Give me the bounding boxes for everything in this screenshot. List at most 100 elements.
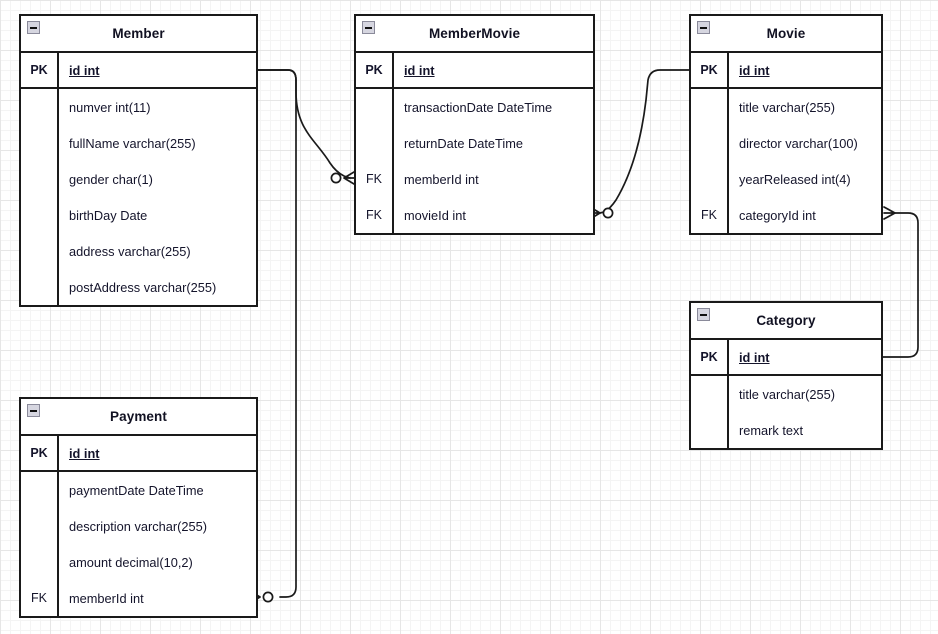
attribute-row[interactable]: paymentDate DateTime: [21, 472, 256, 508]
attribute-row[interactable]: title varchar(255): [691, 89, 881, 125]
attribute-name: movieId int: [404, 207, 466, 223]
column-divider: [57, 508, 59, 544]
attribute-name: id int: [69, 445, 100, 461]
attribute-row[interactable]: PK id int: [21, 436, 256, 472]
attribute-name: postAddress varchar(255): [69, 279, 217, 295]
column-divider: [57, 544, 59, 580]
column-divider: [392, 197, 394, 233]
entity-title: Member: [112, 26, 165, 41]
column-divider: [392, 125, 394, 161]
key-label: FK: [31, 591, 47, 605]
entity-title: Movie: [766, 26, 806, 41]
crowfoot-movie-categoryid: [883, 206, 896, 220]
attribute-row[interactable]: title varchar(255): [691, 376, 881, 412]
column-divider: [392, 53, 394, 87]
key-label: FK: [366, 172, 382, 186]
column-divider: [57, 269, 59, 305]
column-divider: [727, 197, 729, 233]
attribute-name: title varchar(255): [739, 386, 836, 402]
attribute-row[interactable]: postAddress varchar(255): [21, 269, 256, 305]
attribute-name: id int: [739, 349, 770, 365]
minus-box-icon[interactable]: [27, 21, 40, 34]
column-divider: [57, 472, 59, 508]
attribute-row[interactable]: yearReleased int(4): [691, 161, 881, 197]
attribute-row[interactable]: numver int(11): [21, 89, 256, 125]
minus-box-icon[interactable]: [362, 21, 375, 34]
column-divider: [727, 125, 729, 161]
attribute-row[interactable]: director varchar(100): [691, 125, 881, 161]
key-label: PK: [700, 350, 718, 364]
column-divider: [57, 197, 59, 233]
attribute-name: id int: [69, 62, 100, 78]
attribute-row[interactable]: FK categoryId int: [691, 197, 881, 233]
attribute-name: memberId int: [69, 590, 144, 606]
attribute-name: categoryId int: [739, 207, 816, 223]
attribute-row[interactable]: fullName varchar(255): [21, 125, 256, 161]
attribute-name: memberId int: [404, 171, 479, 187]
attribute-row[interactable]: transactionDate DateTime: [356, 89, 593, 125]
entity-header-movie: Movie: [691, 16, 881, 53]
attribute-name: id int: [404, 62, 435, 78]
attribute-name: description varchar(255): [69, 518, 207, 534]
attribute-name: gender char(1): [69, 171, 153, 187]
minus-box-icon[interactable]: [697, 308, 710, 321]
attribute-row[interactable]: PK id int: [691, 340, 881, 376]
attribute-name: numver int(11): [69, 99, 151, 115]
column-divider: [727, 376, 729, 412]
attribute-row[interactable]: birthDay Date: [21, 197, 256, 233]
column-divider: [57, 233, 59, 269]
column-divider: [727, 89, 729, 125]
column-divider: [727, 340, 729, 374]
attribute-row[interactable]: amount decimal(10,2): [21, 544, 256, 580]
entity-header-membermovie: MemberMovie: [356, 16, 593, 53]
attribute-row[interactable]: PK id int: [356, 53, 593, 89]
attribute-name: yearReleased int(4): [739, 171, 851, 187]
column-divider: [727, 412, 729, 448]
attribute-row[interactable]: gender char(1): [21, 161, 256, 197]
minus-box-icon[interactable]: [697, 21, 710, 34]
column-divider: [57, 125, 59, 161]
attribute-row[interactable]: PK id int: [21, 53, 256, 89]
attribute-name: transactionDate DateTime: [404, 99, 553, 115]
attribute-name: director varchar(100): [739, 135, 858, 151]
connector-member-membermovie: [257, 69, 351, 179]
entity-header-member: Member: [21, 16, 256, 53]
key-label: PK: [30, 63, 48, 77]
attribute-row[interactable]: returnDate DateTime: [356, 125, 593, 161]
entity-header-payment: Payment: [21, 399, 256, 436]
key-label: PK: [30, 446, 48, 460]
attribute-name: returnDate DateTime: [404, 135, 524, 151]
key-label: FK: [701, 208, 717, 222]
attribute-row[interactable]: remark text: [691, 412, 881, 448]
column-divider: [57, 89, 59, 125]
attribute-row[interactable]: FK memberId int: [356, 161, 593, 197]
attribute-row[interactable]: description varchar(255): [21, 508, 256, 544]
column-divider: [727, 161, 729, 197]
attribute-row[interactable]: address varchar(255): [21, 233, 256, 269]
column-divider: [57, 53, 59, 87]
connector-category-movie: [882, 212, 919, 358]
connector-movie-membermovie: [599, 69, 690, 214]
entity-title: Category: [756, 313, 816, 328]
attribute-name: amount decimal(10,2): [69, 554, 193, 570]
entity-title: MemberMovie: [428, 26, 521, 41]
column-divider: [392, 161, 394, 197]
attribute-name: address varchar(255): [69, 243, 191, 259]
column-divider: [727, 53, 729, 87]
attribute-name: birthDay Date: [69, 207, 148, 223]
column-divider: [392, 89, 394, 125]
minus-box-icon[interactable]: [27, 404, 40, 417]
attribute-row[interactable]: FK memberId int: [21, 580, 256, 616]
key-label: PK: [365, 63, 383, 77]
attribute-name: id int: [739, 62, 770, 78]
column-divider: [57, 580, 59, 616]
entity-title: Payment: [110, 409, 167, 424]
